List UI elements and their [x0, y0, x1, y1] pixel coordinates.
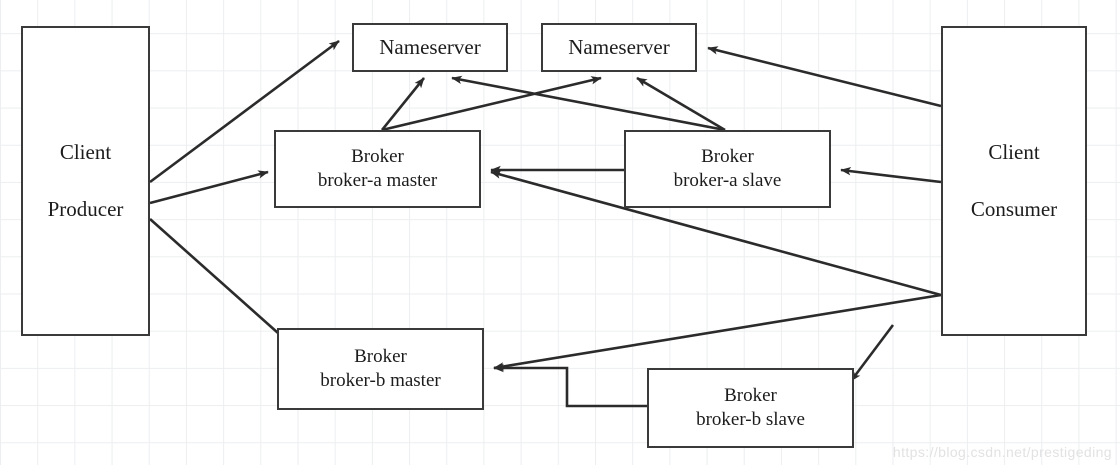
- broker-b-master-line-1: Broker: [354, 345, 407, 367]
- node-broker-b-slave[interactable]: Broker broker-b slave: [647, 368, 854, 448]
- node-broker-b-master[interactable]: Broker broker-b master: [277, 328, 484, 410]
- broker-a-slave-line-2: broker-a slave: [673, 170, 782, 191]
- edge-broker-a-slave-to-nameserver-2: [636, 76, 726, 132]
- client-producer-line-1: Client: [59, 140, 112, 164]
- node-client-producer[interactable]: Client Producer: [21, 26, 150, 336]
- edge-broker-a-master-to-nameserver-1: [380, 77, 426, 131]
- edge-consumer-to-broker-b-master: [493, 293, 942, 371]
- node-client-consumer[interactable]: Client Consumer: [941, 26, 1087, 336]
- source-watermark: https://blog.csdn.net/prestigeding: [892, 444, 1112, 460]
- edge-consumer-to-broker-b-slave: [849, 324, 895, 382]
- broker-b-slave-line-2: broker-b slave: [696, 409, 805, 430]
- client-consumer-line-2: Consumer: [970, 197, 1058, 221]
- nameserver-right-label: Nameserver: [568, 35, 670, 60]
- edge-consumer-to-broker-a-slave: [840, 166, 942, 184]
- edge-broker-b-slave-to-broker-b-master: [493, 363, 647, 408]
- edge-producer-to-broker-a-master: [149, 170, 269, 205]
- client-consumer-line-1: Client: [988, 140, 1040, 164]
- node-nameserver-left[interactable]: Nameserver: [352, 23, 508, 72]
- node-nameserver-right[interactable]: Nameserver: [541, 23, 697, 72]
- edge-consumer-to-broker-a-master: [490, 170, 942, 297]
- broker-b-master-line-2: broker-b master: [320, 370, 441, 391]
- node-broker-a-slave[interactable]: Broker broker-a slave: [624, 130, 831, 208]
- edge-broker-a-master-to-nameserver-2: [381, 76, 602, 132]
- edge-producer-to-broker-b-master: [149, 218, 288, 342]
- edge-broker-a-slave-to-nameserver-1: [451, 75, 726, 132]
- broker-b-slave-line-1: Broker: [724, 384, 777, 406]
- broker-a-slave-line-1: Broker: [701, 145, 754, 167]
- edge-producer-to-nameserver-1: [149, 39, 340, 184]
- edge-consumer-to-nameserver-2: [707, 46, 942, 108]
- client-producer-line-2: Producer: [47, 197, 124, 221]
- broker-a-master-line-2: broker-a master: [317, 170, 438, 191]
- node-broker-a-master[interactable]: Broker broker-a master: [274, 130, 481, 208]
- broker-a-master-line-1: Broker: [351, 145, 404, 167]
- nameserver-left-label: Nameserver: [379, 35, 481, 60]
